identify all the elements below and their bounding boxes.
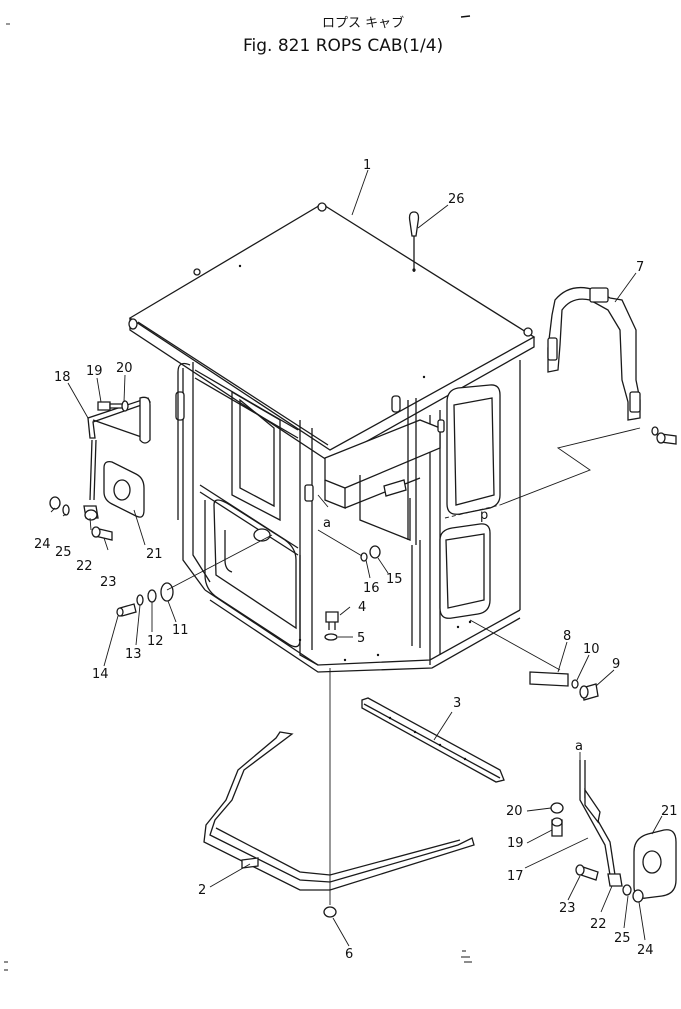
callout-14: 14 [92,667,109,682]
callout-6: 6 [345,947,353,962]
callout-21-left: 21 [146,547,163,562]
leader-lines [50,169,663,947]
callout-20-left: 20 [116,361,133,376]
callout-19-right: 19 [507,836,524,851]
callout-a-upper: a [323,516,331,531]
nut-part-6 [323,906,337,918]
hardware-parts-15-16 [317,529,381,562]
callout-25-right: 25 [614,931,631,946]
callout-3: 3 [453,696,461,711]
callout-16: 16 [363,581,380,596]
page-title: Fig. 821 ROPS CAB(1/4) [243,36,443,56]
callout-17: 17 [507,869,524,884]
callout-13: 13 [125,647,142,662]
callout-labels: 1 26 7 18 19 20 a 24 25 22 21 23 16 15 4… [34,158,678,962]
svg-text:p: p [480,508,488,523]
callout-26: 26 [448,192,465,207]
callout-24-right: 24 [637,943,654,958]
callout-7: 7 [636,260,644,275]
hardware-parts-4-5 [324,611,339,641]
callout-10: 10 [583,642,600,657]
callout-15: 15 [386,572,403,587]
callout-24-left: 24 [34,537,51,552]
callout-19-left: 19 [86,364,103,379]
callout-2: 2 [198,883,206,898]
callout-9: 9 [612,657,620,672]
callout-23-left: 23 [100,575,117,590]
hardware-parts-11-14 [116,534,273,617]
corner-mark [460,15,471,18]
scan-marks [4,23,472,971]
callout-1: 1 [363,158,371,173]
callout-8: 8 [563,629,571,644]
hardware-parts-8-10 [469,619,599,701]
sill-plate-part-3 [361,697,505,783]
callout-23-right: 23 [559,901,576,916]
lifting-eye-part-26 [408,211,420,272]
left-mirror-assembly [49,396,151,541]
callout-11: 11 [172,623,189,638]
right-mirror-assembly [550,760,677,903]
callout-4: 4 [358,600,366,615]
page-subtitle-jp: ロプス キャブ [322,15,404,31]
callout-22-left: 22 [76,559,93,574]
callout-18: 18 [54,370,71,385]
callout-25-left: 25 [55,545,72,560]
callout-a-lower: a [575,739,583,754]
callout-5: 5 [357,631,365,646]
callout-21-right: 21 [661,804,678,819]
floor-frame-part-2 [203,731,475,891]
callout-20-right: 20 [506,804,523,819]
cab-frame [175,360,521,673]
callout-12: 12 [147,634,164,649]
callout-22-right: 22 [590,917,607,932]
seat-belt-part-7 [547,286,677,445]
